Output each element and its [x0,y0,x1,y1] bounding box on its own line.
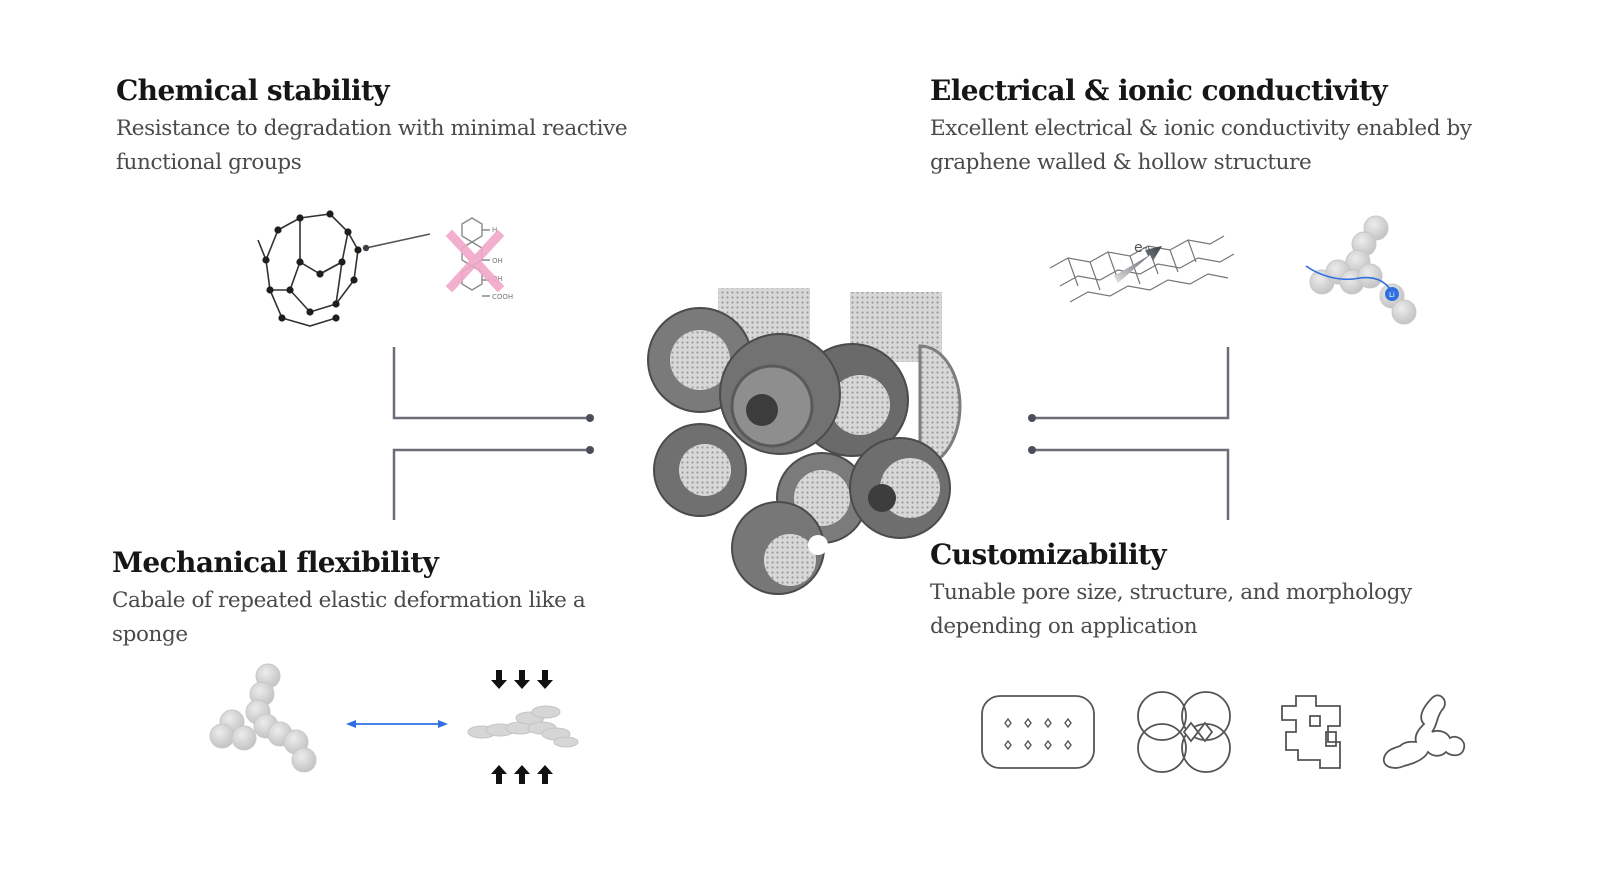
cross-mark-icon [445,229,505,293]
dense-pore-structure-icon [981,695,1095,769]
large-pore-structure-icon [1137,691,1231,773]
graphene-sheet-icon [1049,235,1235,303]
customizability-description: Tunable pore size, structure, and morpho… [930,580,1412,639]
electron-label: e- [1134,240,1148,256]
oh-label-1: OH [492,257,503,265]
electron-arrow-icon: e- [1114,240,1162,283]
cooh-label: COOH [492,293,513,301]
ion-pathway-icon: Li [1305,215,1417,325]
mechanical-flexibility-section: Mechanical flexibility Cabale of repeate… [112,546,632,652]
conductivity-section: Electrical & ionic conductivity Excellen… [930,74,1490,180]
chemical-stability-title: Chemical stability [116,74,390,107]
fullerene-icon [257,210,362,327]
conductivity-description: Excellent electrical & ionic conductivit… [930,116,1472,175]
mechanical-flexibility-title: Mechanical flexibility [112,546,439,579]
chemical-stability-section: Chemical stability Resistance to degrada… [116,74,696,180]
chain-structure-icon [1383,694,1466,769]
connector-bottom-right [1028,446,1230,520]
chemical-stability-description: Resistance to degradation with minimal r… [116,116,628,175]
connector-bottom-left [392,446,594,520]
connector-top-left [392,347,594,422]
double-arrow-icon [346,720,448,728]
link-line-icon [362,233,431,252]
mechanical-flexibility-description: Cabale of repeated elastic deformation l… [112,588,586,647]
ion-label: Li [1389,291,1395,299]
h-label: H [492,226,497,234]
compression-arrows-up-icon [491,765,553,784]
graphene-sphere-cluster-image [647,288,962,595]
blocky-structure-icon [1281,695,1341,769]
connector-top-right [1028,347,1230,422]
customizability-title: Customizability [930,538,1167,571]
conductivity-title: Electrical & ionic conductivity [930,74,1388,107]
compression-arrows-down-icon [491,670,553,689]
sponge-relaxed-icon [209,663,317,773]
customizability-section: Customizability Tunable pore size, struc… [930,538,1470,644]
sponge-compressed-icon [467,705,579,748]
